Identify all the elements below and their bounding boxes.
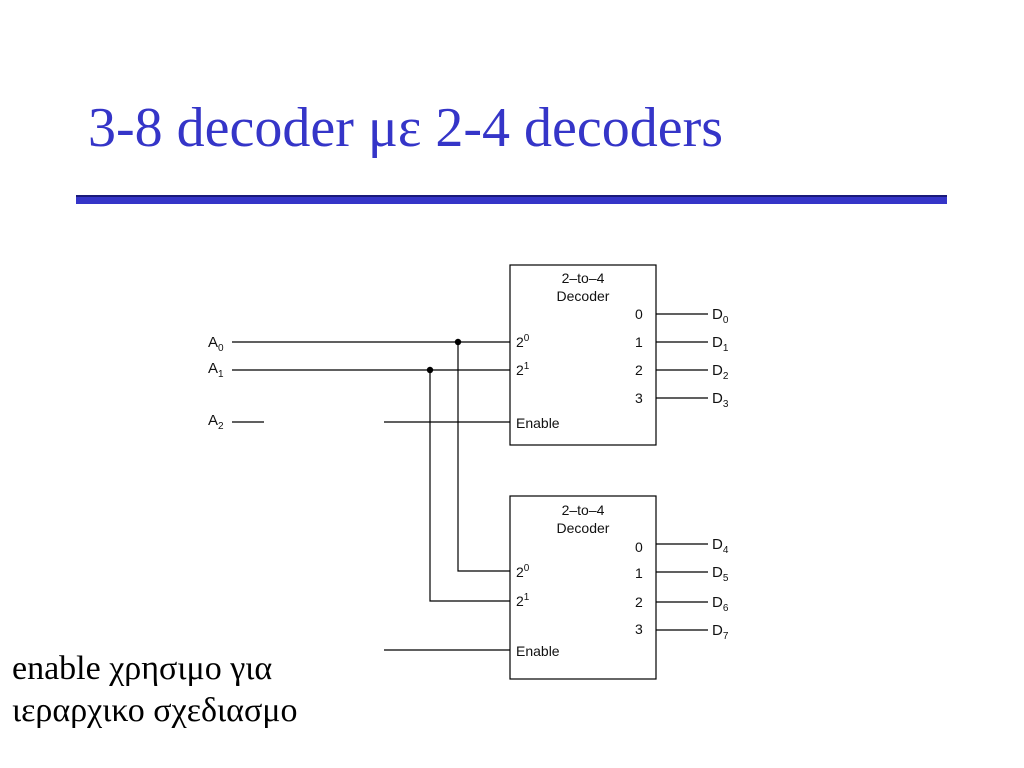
label-d7: D7 <box>712 622 729 642</box>
label-a1: A1 <box>208 360 224 380</box>
decoder-top-in0: 20 <box>516 333 530 350</box>
decoder-bottom-out-index-0: 0 <box>635 539 643 555</box>
label-a2: A2 <box>208 412 224 432</box>
label-d0: D0 <box>712 306 729 326</box>
decoder-top-enable: Enable <box>516 415 560 431</box>
decoder-top-out-index-2: 2 <box>635 362 643 378</box>
decoder-bottom-in1: 21 <box>516 592 530 609</box>
caption-line-1: enable χρησιμο για <box>12 650 273 687</box>
label-d4: D4 <box>712 536 729 556</box>
decoder-top-out-index-0: 0 <box>635 306 643 322</box>
label-d6: D6 <box>712 594 729 614</box>
title-underline <box>76 195 947 204</box>
decoder-top-in1: 21 <box>516 361 530 378</box>
wire-a0-branch <box>457 342 510 572</box>
caption: enable χρησιμο για ιεραρχικο σχεδιασμο <box>12 648 298 732</box>
decoder-top-title-2: Decoder <box>557 288 610 304</box>
decoder-bottom-in0: 20 <box>516 563 530 580</box>
decoder-bottom-title-2: Decoder <box>557 520 610 536</box>
decoder-top-title-1: 2–to–4 <box>562 270 605 286</box>
decoder-bottom-title-1: 2–to–4 <box>562 502 605 518</box>
caption-line-2: ιεραρχικο σχεδιασμο <box>12 692 298 729</box>
label-d2: D2 <box>712 362 729 382</box>
decoder-bottom-out-index-2: 2 <box>635 594 643 610</box>
decoder-bottom-out-index-1: 1 <box>635 565 643 581</box>
decoder-top-out-index-3: 3 <box>635 390 643 406</box>
decoder-bottom-enable: Enable <box>516 643 560 659</box>
decoder-box-bottom <box>509 495 657 680</box>
decoder-bottom-out-index-3: 3 <box>635 621 643 637</box>
slide-title: 3-8 decoder με 2-4 decoders <box>88 97 724 159</box>
label-d5: D5 <box>712 564 729 584</box>
label-a0: A0 <box>208 334 224 354</box>
junction-a1 <box>426 366 434 374</box>
junction-a0 <box>454 338 462 346</box>
decoder-top-out-index-1: 1 <box>635 334 643 350</box>
wire-a1-branch <box>429 370 510 602</box>
decoder-box-top <box>509 264 657 446</box>
label-d1: D1 <box>712 334 729 354</box>
label-d3: D3 <box>712 390 729 410</box>
